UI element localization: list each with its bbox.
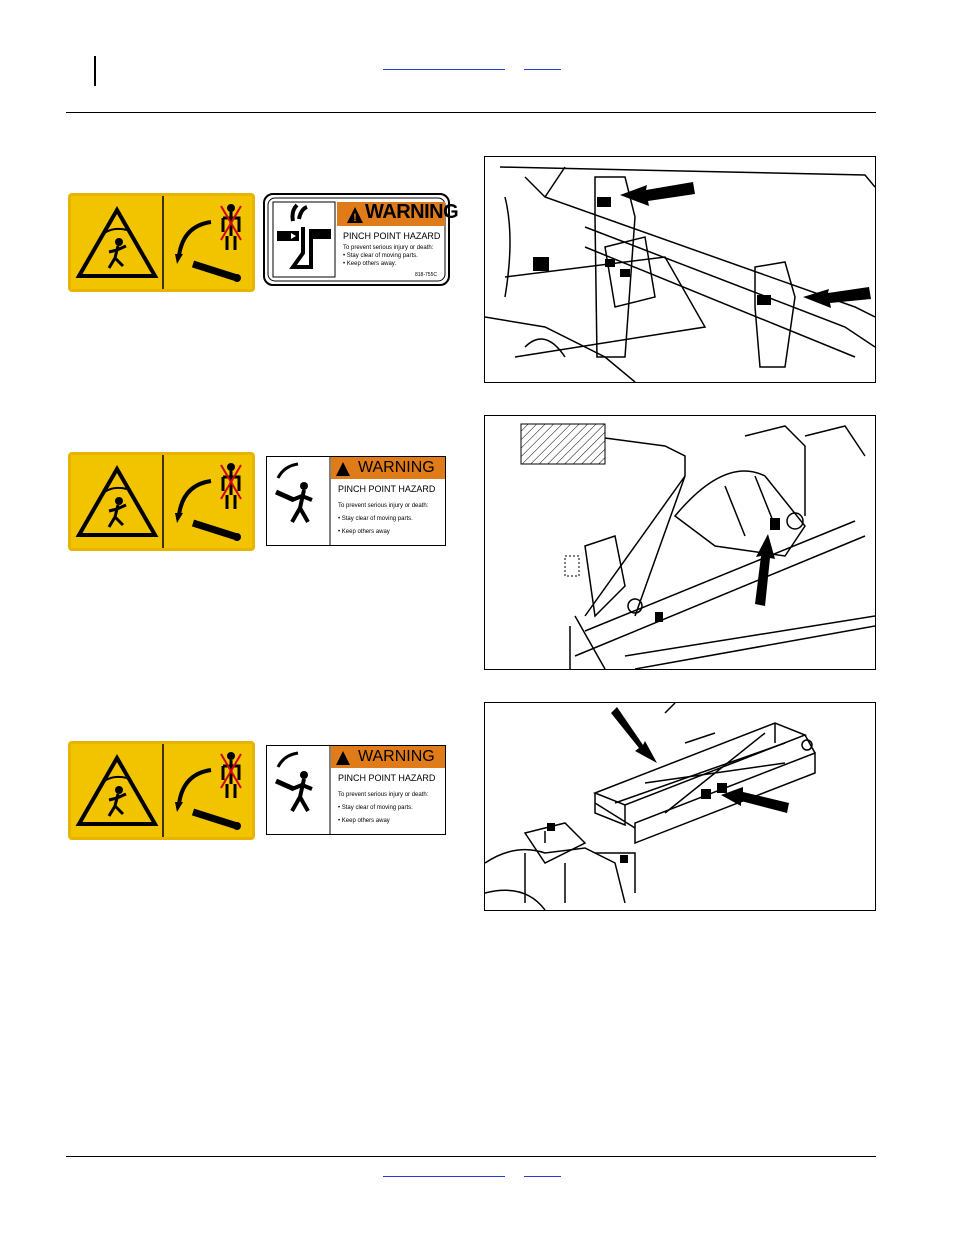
warning-title-1: WARNING bbox=[365, 201, 459, 223]
warning-line: • Stay clear of moving parts. bbox=[338, 805, 413, 811]
warning-line: To prevent serious injury or death: bbox=[338, 792, 429, 798]
warning-decal-3: WARNING PINCH POINT HAZARD To prevent se… bbox=[266, 745, 446, 835]
figure-3-frame-decal-locations bbox=[484, 702, 876, 911]
part-number-1: 818-755C bbox=[415, 272, 437, 278]
warning-line: • Stay clear of moving parts. bbox=[338, 516, 413, 522]
warning-lines-1: To prevent serious injury or death: • St… bbox=[343, 244, 433, 268]
svg-text:!: ! bbox=[353, 212, 357, 224]
warning-line: • Keep others away. bbox=[343, 261, 397, 267]
warning-line: To prevent serious injury or death: bbox=[343, 245, 434, 251]
warning-line: • Keep others away bbox=[338, 818, 390, 824]
yellow-pinch-decal-2 bbox=[68, 452, 255, 551]
yellow-pinch-decal-1 bbox=[68, 193, 255, 292]
footer-link-1[interactable] bbox=[383, 1176, 505, 1177]
warning-line: • Keep others away bbox=[338, 529, 390, 535]
warning-line: • Stay clear of moving parts. bbox=[343, 253, 418, 259]
warning-title-2: WARNING bbox=[358, 459, 435, 476]
warning-lines-2: To prevent serious injury or death: • St… bbox=[338, 500, 428, 539]
footer-rule bbox=[66, 1156, 876, 1157]
hazard-text-2: PINCH POINT HAZARD bbox=[338, 484, 436, 494]
warning-title-3: WARNING bbox=[358, 748, 435, 765]
header-margin-bar bbox=[94, 56, 96, 86]
header-rule bbox=[66, 112, 876, 113]
warning-line: To prevent serious injury or death: bbox=[338, 503, 429, 509]
warning-decal-1: ! WARNING PINCH POINT HAZARD To prevent … bbox=[263, 193, 459, 286]
header-link-2[interactable] bbox=[524, 69, 561, 70]
hazard-text-1: PINCH POINT HAZARD bbox=[343, 231, 441, 241]
footer-link-2[interactable] bbox=[524, 1176, 561, 1177]
figure-1-hitch-decal-locations bbox=[484, 156, 876, 383]
warning-lines-3: To prevent serious injury or death: • St… bbox=[338, 789, 428, 828]
yellow-pinch-decal-3 bbox=[68, 741, 255, 840]
header-link-1[interactable] bbox=[383, 69, 505, 70]
figure-2-wing-decal-location bbox=[484, 415, 876, 670]
hazard-text-3: PINCH POINT HAZARD bbox=[338, 773, 436, 783]
warning-decal-2: WARNING PINCH POINT HAZARD To prevent se… bbox=[266, 456, 446, 546]
